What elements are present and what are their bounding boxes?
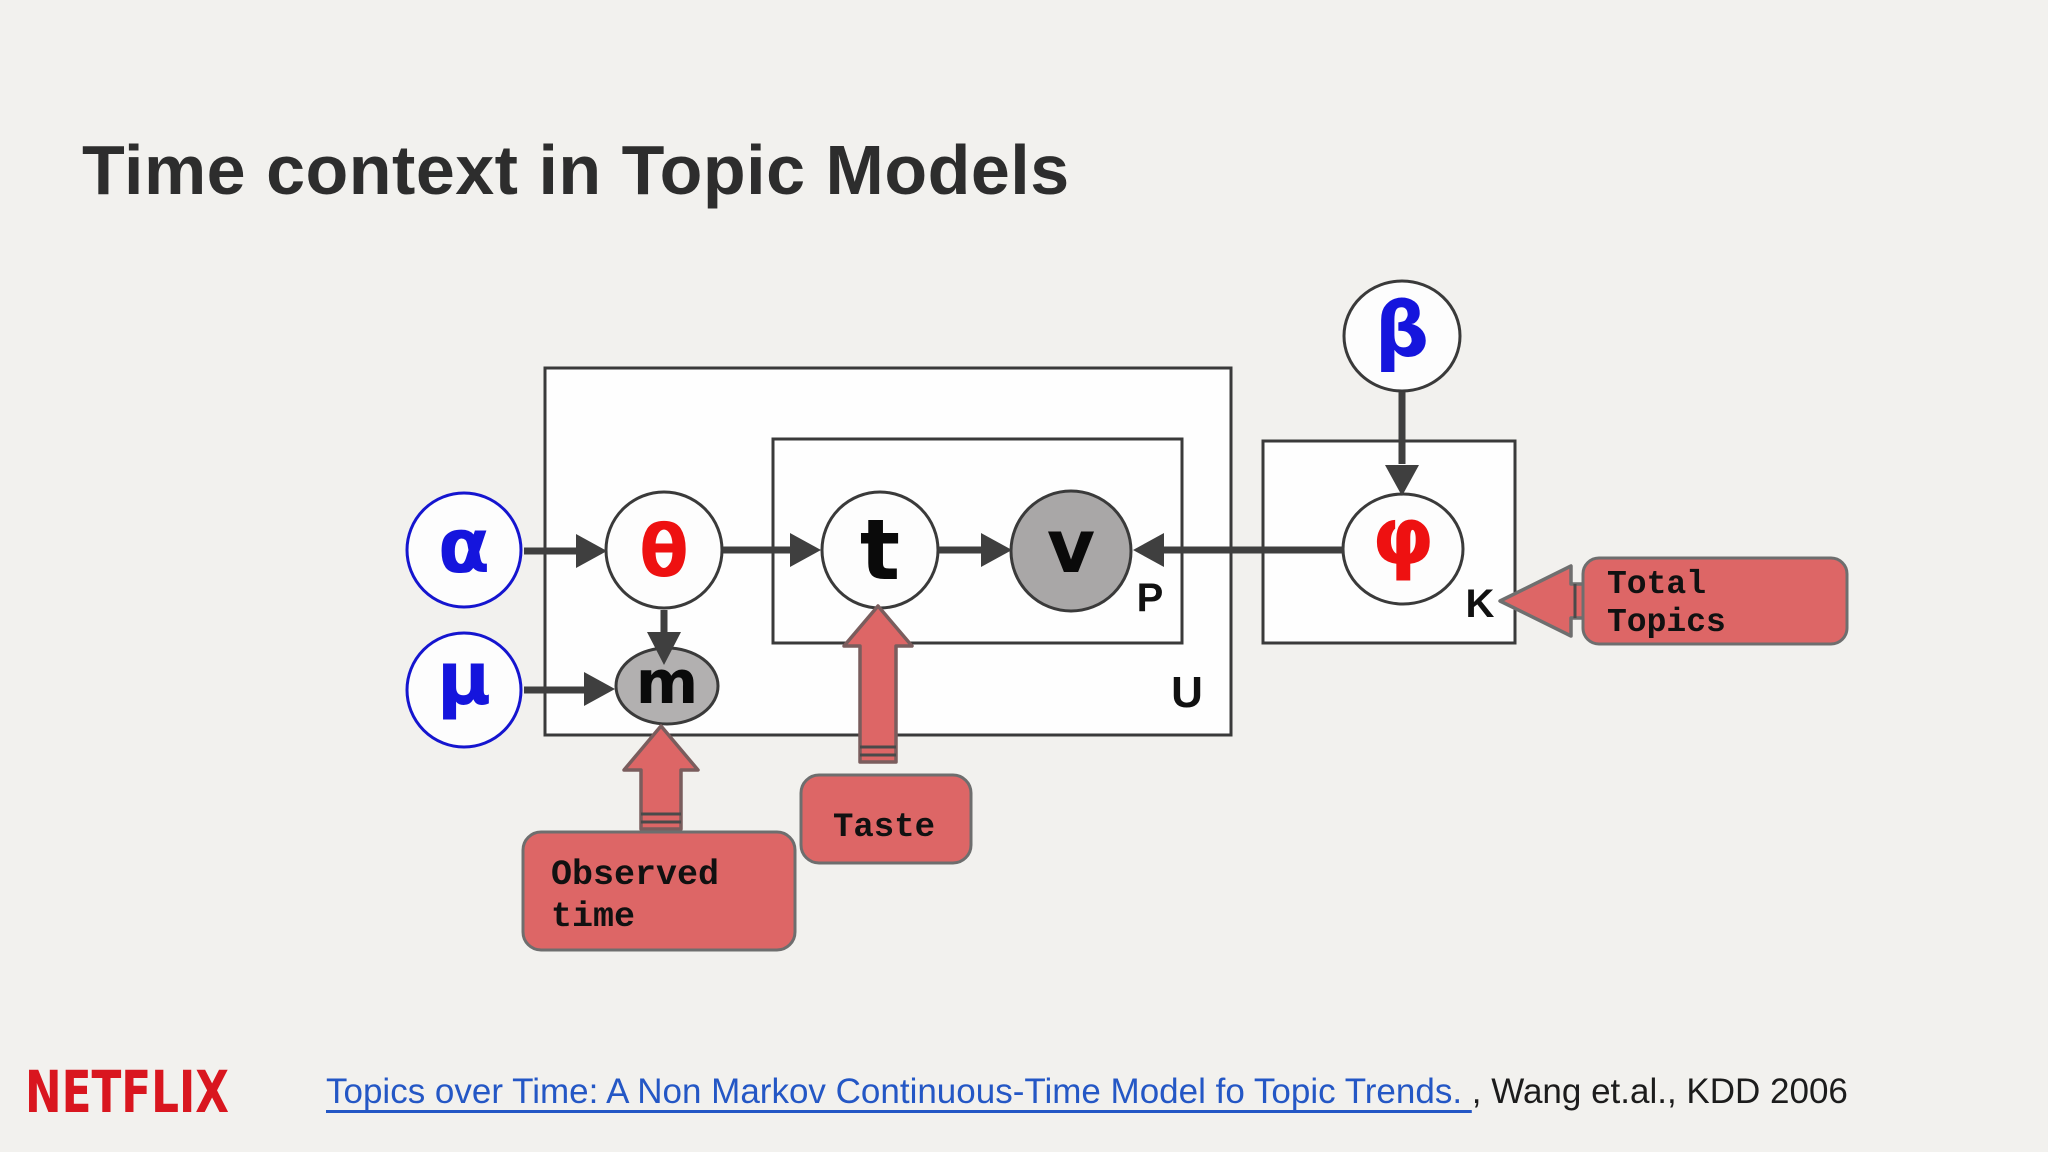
node-m-label: m — [636, 648, 699, 718]
arrow-theta-to-t — [723, 533, 821, 567]
netflix-logo-text: NETFLIX — [25, 1058, 229, 1124]
arrow-theta-to-m — [647, 610, 681, 665]
node-v-label: v — [1047, 504, 1095, 590]
citation-suffix: , Wang et.al., KDD 2006 — [1471, 1072, 1848, 1111]
node-theta: θ — [604, 490, 724, 610]
callout-total-topics-line1: Total — [1607, 566, 1706, 603]
callout-observed-time-line1: Observed — [551, 855, 719, 895]
callout-taste: Taste — [799, 773, 973, 865]
callout-total-topics-line2: Topics — [1607, 604, 1726, 641]
arrow-phi-to-v — [1133, 533, 1344, 567]
arrow-t-to-v — [939, 533, 1012, 567]
node-t-label: t — [860, 501, 900, 599]
node-phi: φ — [1341, 490, 1465, 606]
footer: NETFLIX Topics over Time: A Non Markov C… — [0, 1050, 2048, 1152]
page-title: Time context in Topic Models — [82, 131, 1070, 209]
callout-arrow-observed-time — [622, 724, 700, 831]
citation-link[interactable]: Topics over Time: A Non Markov Continuou… — [326, 1072, 1472, 1111]
arrow-beta-to-phi — [1385, 392, 1419, 496]
callout-observed-time: Observed time — [521, 830, 797, 952]
callout-total-topics: Total Topics — [1581, 556, 1849, 646]
citation: Topics over Time: A Non Markov Continuou… — [326, 1072, 1848, 1112]
plate-label-users: U — [1171, 668, 1203, 717]
arrow-mu-to-m — [524, 672, 615, 706]
node-alpha: α — [405, 491, 523, 609]
node-mu: μ — [405, 631, 523, 749]
node-m: m — [614, 646, 720, 726]
node-alpha-label: α — [438, 501, 490, 590]
node-phi-label: φ — [1372, 490, 1435, 583]
node-v: v — [1009, 489, 1133, 613]
arrow-alpha-to-theta — [524, 534, 607, 568]
node-t: t — [820, 490, 940, 610]
node-mu-label: μ — [437, 636, 491, 722]
plate-label-plays: P — [1137, 576, 1164, 620]
callout-taste-line1: Taste — [833, 809, 935, 847]
node-beta: β — [1342, 279, 1462, 393]
node-beta-label: β — [1375, 285, 1429, 374]
callout-arrow-taste — [842, 604, 914, 764]
netflix-logo: NETFLIX — [25, 1058, 229, 1124]
callout-observed-time-line2: time — [551, 897, 635, 937]
node-theta-label: θ — [639, 509, 688, 593]
plate-label-topics: K — [1466, 582, 1495, 626]
